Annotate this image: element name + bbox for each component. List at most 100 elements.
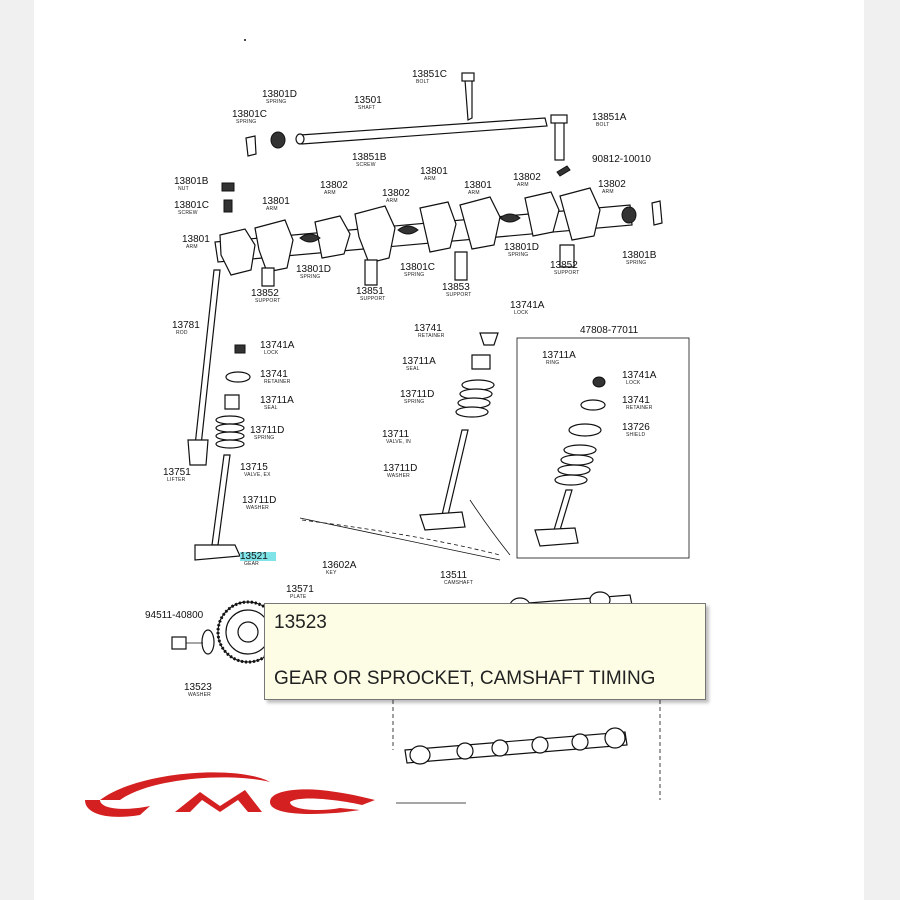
callout-13801[interactable]: 13801 [262, 196, 290, 207]
callout-sub-13801: ARM [186, 244, 198, 250]
callout-sub-13711d: SPRING [404, 399, 424, 405]
callout-13741[interactable]: 13741 [260, 369, 288, 380]
tooltip-part-description: GEAR OR SPROCKET, CAMSHAFT TIMING [274, 668, 656, 689]
spring-13801c [245, 135, 257, 157]
callout-13511[interactable]: 13511 [440, 570, 468, 581]
rocker-shaft[interactable] [295, 117, 548, 145]
callout-sub-13741: RETAINER [418, 333, 445, 339]
callout-sub-13851b: SCREW [356, 162, 376, 168]
callout-13711a[interactable]: 13711A [402, 356, 436, 367]
callout-sub-13511: CAMSHAFT [444, 580, 473, 586]
callout-13852[interactable]: 13852 [550, 260, 578, 271]
lifter-13751[interactable] [187, 439, 209, 466]
callout-13801d[interactable]: 13801D [262, 89, 297, 100]
intake-valve-stack[interactable] [419, 332, 499, 531]
callout-sub-13602a: KEY [326, 570, 337, 576]
callout-13741a[interactable]: 13741A [622, 370, 657, 381]
callout-13801d[interactable]: 13801D [504, 242, 539, 253]
selected-callout-highlight [240, 552, 276, 561]
callout-13801[interactable]: 13801 [420, 166, 448, 177]
callout-13711a[interactable]: 13711A [260, 395, 294, 406]
callout-sub-13801c: SPRING [236, 119, 256, 125]
rocker-arm-assembly[interactable] [214, 187, 633, 276]
callout-13741[interactable]: 13741 [622, 395, 650, 406]
callout-13802[interactable]: 13802 [320, 180, 348, 191]
callout-13523[interactable]: 13523 [184, 682, 212, 693]
callout-13801[interactable]: 13801 [464, 180, 492, 191]
callout-13501[interactable]: 13501 [354, 95, 382, 106]
callout-47808-77011[interactable]: 47808-77011 [580, 325, 639, 336]
callout-sub-13521: GEAR [244, 561, 259, 567]
callout-13711d[interactable]: 13711D [242, 495, 276, 506]
callout-13741a[interactable]: 13741A [260, 340, 295, 351]
callout-13711[interactable]: 13711 [382, 429, 410, 440]
nut-13801b-left [221, 182, 235, 192]
callout-13715[interactable]: 13715 [240, 462, 268, 473]
callout-13802[interactable]: 13802 [382, 188, 410, 199]
callout-94511-40800[interactable]: 94511-40800 [145, 610, 204, 621]
callout-13711a[interactable]: 13711A [542, 350, 576, 361]
callout-sub-13801b: SPRING [626, 260, 646, 266]
callout-13711d[interactable]: 13711D [383, 463, 417, 474]
washer-13523[interactable] [201, 629, 215, 655]
callout-sub-13801: ARM [424, 176, 436, 182]
callout-13602a[interactable]: 13602A [322, 560, 357, 571]
inset-valve-stack[interactable] [534, 376, 606, 547]
callout-13801c[interactable]: 13801C [400, 262, 435, 273]
head-edge [299, 517, 501, 561]
callout-13801[interactable]: 13801 [182, 234, 210, 245]
callout-sub-13741a: LOCK [514, 310, 529, 316]
callout-sub-13851: SUPPORT [360, 296, 385, 302]
callout-13802[interactable]: 13802 [513, 172, 541, 183]
callout-sub-13715: VALVE, EX [244, 472, 271, 478]
head-edge-line [301, 519, 501, 556]
callout-13571[interactable]: 13571 [286, 584, 314, 595]
callout-13852[interactable]: 13852 [251, 288, 279, 299]
callout-13801c[interactable]: 13801C [232, 109, 267, 120]
callout-13801b[interactable]: 13801B [622, 250, 657, 261]
callout-sub-13802: ARM [324, 190, 336, 196]
callout-sub-13741a: LOCK [264, 350, 279, 356]
callout-sub-13711a: SEAL [264, 405, 278, 411]
callout-13801c[interactable]: 13801C [174, 200, 209, 211]
callout-sub-13801d: SPRING [300, 274, 320, 280]
timing-gear-13521[interactable] [216, 600, 280, 664]
callout-labels: 13851CBOLT13801DSPRING13801CSPRING13501S… [145, 69, 657, 698]
callout-13741a[interactable]: 13741A [510, 300, 545, 311]
callout-13851c[interactable]: 13851C [412, 69, 447, 80]
callout-90812-10010[interactable]: 90812-10010 [592, 154, 651, 165]
camshaft-bottom[interactable] [404, 727, 628, 765]
tooltip-part-number: 13523 [274, 612, 327, 633]
callout-13851b[interactable]: 13851B [352, 152, 387, 163]
callout-13521[interactable]: 13521 [240, 551, 268, 562]
callout-13801d[interactable]: 13801D [296, 264, 331, 275]
callout-13781[interactable]: 13781 [172, 320, 200, 331]
callout-13851[interactable]: 13851 [356, 286, 384, 297]
callout-sub-13802: ARM [602, 189, 614, 195]
callout-13851a[interactable]: 13851A [592, 112, 627, 123]
callout-13741[interactable]: 13741 [414, 323, 442, 334]
callout-13751[interactable]: 13751 [163, 467, 191, 478]
bolt-13851a[interactable] [550, 114, 568, 161]
callout-13801b[interactable]: 13801B [174, 176, 209, 187]
callout-sub-13523: WASHER [188, 692, 211, 698]
callout-sub-13726: SHIELD [626, 432, 645, 438]
callout-13711d[interactable]: 13711D [250, 425, 284, 436]
callout-13726[interactable]: 13726 [622, 422, 650, 433]
callout-13711d[interactable]: 13711D [400, 389, 434, 400]
exhaust-valve-stack[interactable] [194, 344, 251, 561]
callout-sub-13852: SUPPORT [554, 270, 579, 276]
bolt-13851c[interactable] [461, 72, 475, 121]
callout-sub-13711a: RING [546, 360, 559, 366]
callout-sub-13501: SHAFT [358, 105, 375, 111]
callout-sub-13851c: BOLT [416, 79, 430, 85]
callout-sub-13802: ARM [517, 182, 529, 188]
callout-sub-13781: ROD [176, 330, 188, 336]
callout-sub-13711d: WASHER [387, 473, 410, 479]
bolt-94511[interactable] [171, 636, 187, 650]
callout-13853[interactable]: 13853 [442, 282, 470, 293]
callout-13802[interactable]: 13802 [598, 179, 626, 190]
callout-sub-13801c: SPRING [404, 272, 424, 278]
support-13852-right [559, 244, 575, 268]
support-13853 [454, 251, 468, 281]
